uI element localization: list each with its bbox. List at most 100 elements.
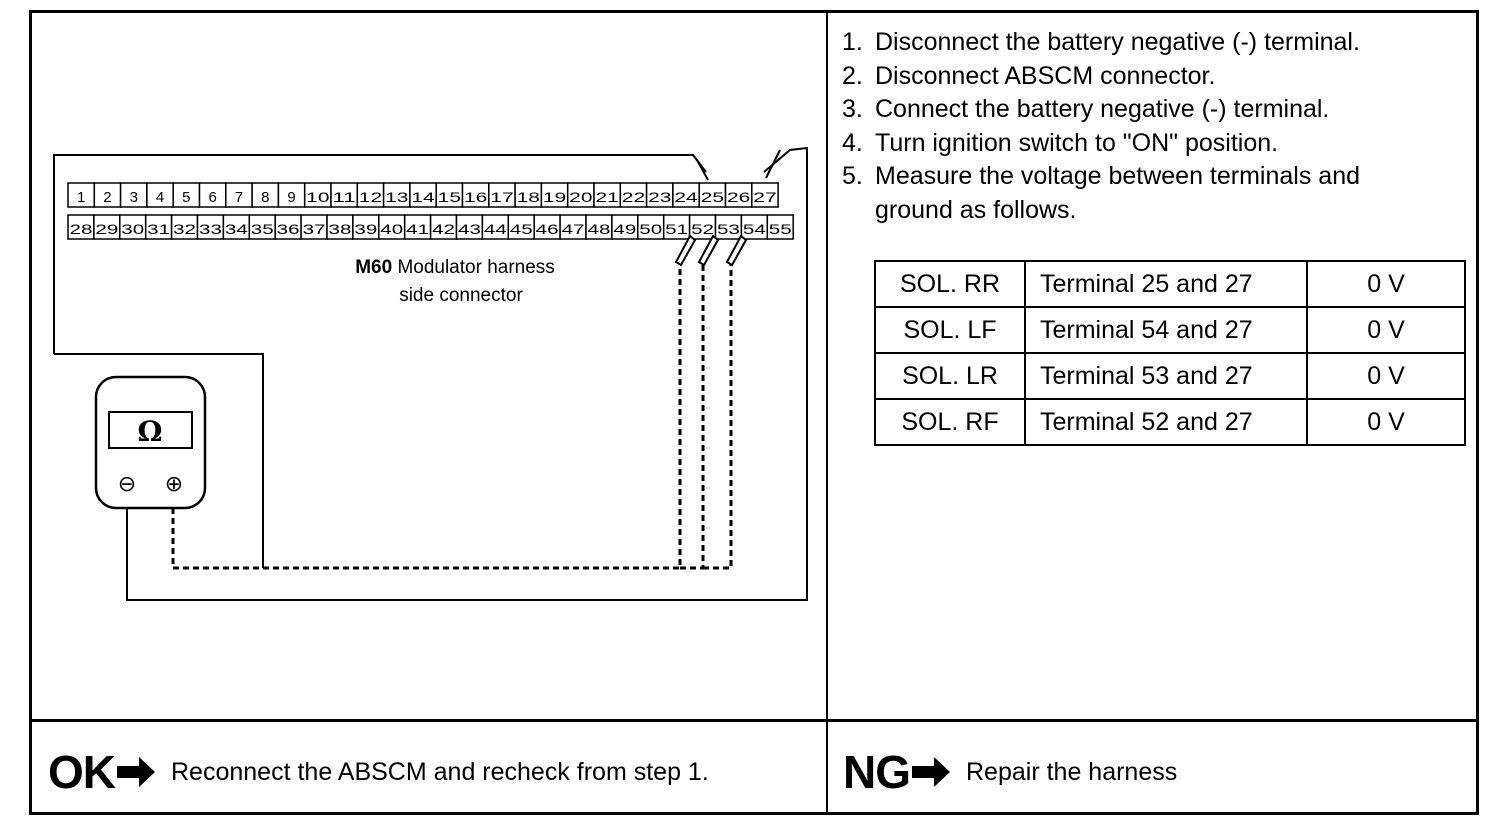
voltage-cell: 0 V — [1306, 352, 1466, 400]
solenoid-cell: SOL. RR — [874, 260, 1026, 308]
probe-wire — [171, 262, 682, 570]
pin-number: 50 — [639, 221, 662, 237]
procedure-step: 1.Disconnect the battery negative (-) te… — [842, 26, 1360, 60]
pin-number: 14 — [411, 189, 435, 205]
terminals-cell: Terminal 53 and 27 — [1024, 352, 1308, 400]
pin-cell — [566, 182, 595, 208]
pin-cell — [119, 214, 147, 240]
pin-number: 25 — [701, 189, 725, 205]
pin-number: 54 — [743, 221, 766, 237]
pin-number: 17 — [490, 189, 514, 205]
pin-number: 24 — [674, 189, 698, 205]
pin-number: 29 — [95, 221, 118, 237]
pin-number: 53 — [717, 221, 740, 237]
procedure-step: 4. Turn ignition switch to "ON" position. — [842, 127, 1360, 161]
pin-cell — [619, 182, 648, 208]
pin-number: 22 — [622, 189, 646, 205]
pin-cell — [585, 214, 613, 240]
pin-number: 48 — [588, 221, 611, 237]
pin-cell — [300, 214, 328, 240]
connector-label: M60 Modulator harness — [355, 257, 555, 278]
pin-number: 51 — [665, 221, 688, 237]
pin-number: 33 — [199, 221, 222, 237]
arrow-right-icon — [912, 757, 950, 787]
pin-cell — [714, 214, 743, 240]
pin-number: 34 — [225, 221, 248, 237]
pin-number: 4 — [156, 189, 164, 206]
pin-number: 38 — [329, 221, 352, 237]
meter-minus-terminal: ⊖ — [118, 472, 136, 497]
procedure-step: 3. Connect the battery negative (-) termi… — [842, 93, 1360, 127]
solenoid-cell: SOL. LF — [874, 306, 1026, 354]
pin-cell — [67, 182, 96, 208]
pin-cell — [724, 182, 753, 208]
pin-number: 36 — [277, 221, 300, 237]
pin-cell — [330, 182, 359, 208]
ok-tag: OK — [48, 746, 116, 798]
pin-cell — [251, 182, 280, 208]
procedure-steps: 1.Disconnect the battery negative (-) te… — [842, 26, 1360, 227]
probe-wires — [171, 262, 733, 570]
pin-cell — [198, 182, 227, 208]
pin-cell — [461, 182, 490, 208]
connector-latch — [696, 159, 709, 181]
multimeter-display — [108, 411, 193, 449]
pin-number: 30 — [121, 221, 144, 237]
connector-label-line2: side connector — [399, 285, 523, 306]
pin-number: 46 — [536, 221, 559, 237]
solenoid-cell: SOL. LR — [874, 352, 1026, 400]
pin-number: 49 — [613, 221, 636, 237]
pin-number: 27 — [753, 189, 777, 205]
pin-number: 26 — [727, 189, 751, 205]
pin-cell — [611, 214, 639, 240]
step-text: ground as follows. — [875, 195, 1077, 224]
step-number: 3. — [842, 95, 863, 123]
pin-number: 37 — [303, 221, 326, 237]
pin-number: 20 — [569, 189, 593, 205]
probe-tips — [674, 234, 748, 267]
column-divider — [826, 10, 828, 815]
step-text: Connect the battery negative (-) termina… — [875, 95, 1330, 123]
terminals-cell: Terminal 25 and 27 — [1024, 260, 1308, 308]
step-number: 4. — [842, 128, 863, 157]
pin-number: 28 — [70, 221, 93, 237]
ng-instruction: Repair the harness — [966, 757, 1178, 786]
pin-cell — [559, 214, 587, 240]
pin-cell — [637, 214, 665, 240]
terminals-cell: Terminal 52 and 27 — [1024, 398, 1308, 446]
step-number: 1. — [842, 28, 863, 56]
pin-number: 12 — [359, 189, 383, 205]
probe-tip — [725, 234, 748, 267]
pin-number: 3 — [130, 189, 138, 206]
ng-result: NG Repair the harness — [843, 740, 1177, 804]
step-text: Turn ignition switch to "ON" position. — [875, 128, 1279, 157]
pin-number: 41 — [406, 221, 429, 237]
pin-number: 32 — [173, 221, 196, 237]
procedure-frame — [29, 10, 1479, 815]
connector-label-line1: Modulator harness — [397, 257, 554, 278]
pin-number: 42 — [432, 221, 455, 237]
pin-number: 2 — [103, 189, 111, 206]
pin-cell — [514, 182, 543, 208]
pin-cell — [378, 214, 406, 240]
terminals-cell: Terminal 54 and 27 — [1024, 306, 1308, 354]
probe-tip — [674, 234, 697, 267]
pin-number: 11 — [333, 189, 357, 205]
pin-cell — [403, 214, 432, 240]
ok-instruction: Reconnect the ABSCM and recheck from ste… — [171, 757, 709, 786]
pin-number: 21 — [596, 189, 620, 205]
voltage-cell: 0 V — [1306, 260, 1466, 308]
pin-number: 31 — [147, 221, 170, 237]
pin-cell — [540, 182, 569, 208]
pin-cell — [672, 182, 700, 208]
pin-cell — [274, 214, 302, 240]
pin-number: 19 — [543, 189, 567, 205]
pin-number: 35 — [251, 221, 274, 237]
probe-tip — [697, 234, 720, 267]
connector-housing-right — [126, 146, 808, 601]
pin-number: 43 — [458, 221, 481, 237]
